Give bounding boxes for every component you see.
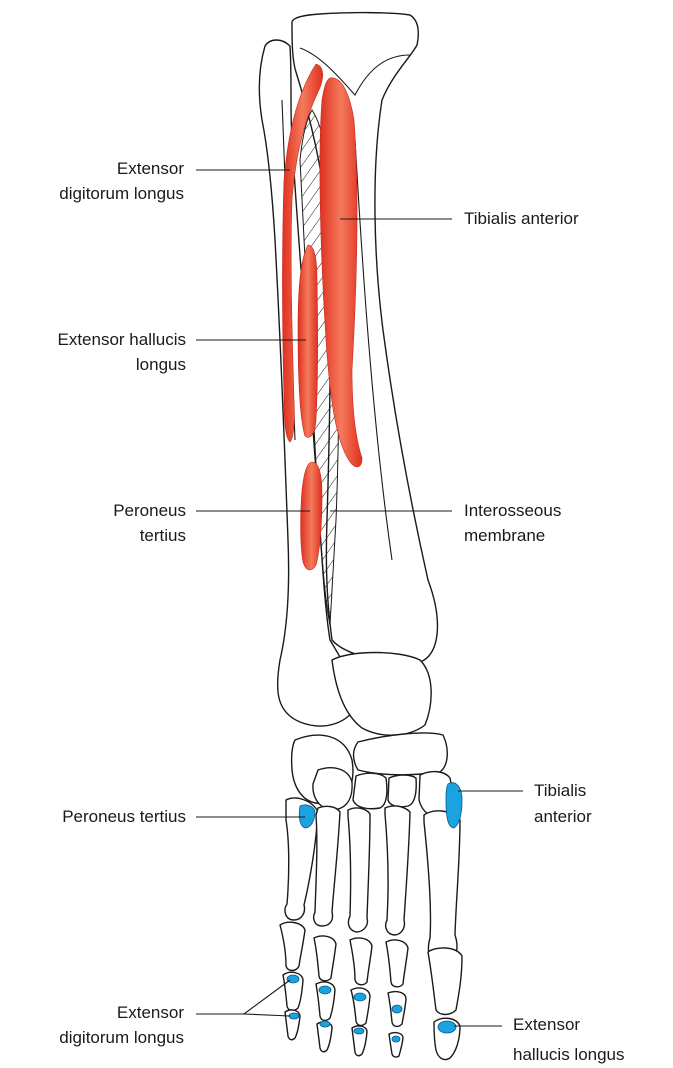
label-tibialis-anterior-insertion-line2: anterior bbox=[534, 807, 592, 826]
label-peroneus-tertius-origin-line2: tertius bbox=[140, 526, 186, 545]
label-tibialis-anterior-insertion-line1: Tibialis bbox=[534, 781, 586, 800]
talus bbox=[332, 653, 431, 736]
metatarsal-4 bbox=[314, 806, 340, 926]
label-tibialis-anterior-origin: Tibialis anterior bbox=[464, 209, 579, 228]
label-edl-insertion-line1: Extensor bbox=[117, 1003, 184, 1022]
navicular bbox=[354, 733, 448, 775]
label-interosseous-membrane-line1: Interosseous bbox=[464, 501, 561, 520]
leader-edl-insertion-2 bbox=[244, 1014, 290, 1016]
label-peroneus-tertius-insertion: Peroneus tertius bbox=[62, 807, 186, 826]
cuneiform-intermediate bbox=[388, 775, 416, 807]
edl-insertion-toe4-middle bbox=[319, 986, 331, 994]
edl-insertion-toe5-middle bbox=[287, 975, 299, 983]
edl-insertion-toe5-distal bbox=[289, 1013, 299, 1019]
ehl-insertion-site bbox=[438, 1021, 456, 1033]
proximal-phalanx-5 bbox=[280, 922, 305, 970]
label-edl-origin-line1: Extensor bbox=[117, 159, 184, 178]
edl-insertion-toe4-distal bbox=[320, 1021, 330, 1027]
label-ehl-insertion-line1: Extensor bbox=[513, 1015, 580, 1034]
cuneiform-lateral bbox=[353, 773, 387, 809]
edl-insertion-toe2-distal bbox=[392, 1036, 400, 1042]
proximal-phalanx-1 bbox=[428, 948, 462, 1015]
label-interosseous-membrane-line2: membrane bbox=[464, 526, 545, 545]
label-ehl-insertion-line2: hallucis longus bbox=[513, 1045, 625, 1064]
proximal-phalanx-3 bbox=[350, 938, 372, 985]
label-ehl-origin-line1: Extensor hallucis bbox=[57, 330, 186, 349]
label-edl-origin-line2: digitorum longus bbox=[59, 184, 184, 203]
proximal-phalanx-4 bbox=[314, 936, 336, 981]
cuboid bbox=[313, 768, 352, 810]
edl-insertion-toe3-middle bbox=[354, 993, 366, 1001]
label-peroneus-tertius-origin-line1: Peroneus bbox=[113, 501, 186, 520]
edl-insertion-toe2-middle bbox=[392, 1005, 402, 1013]
label-edl-insertion-line2: digitorum longus bbox=[59, 1028, 184, 1047]
edl-insertion-toe3-distal bbox=[354, 1028, 364, 1034]
leader-edl-insertion bbox=[196, 980, 290, 1014]
extensor-hallucis-longus-origin bbox=[298, 245, 318, 437]
metatarsal-1 bbox=[424, 811, 460, 966]
metatarsal-3 bbox=[348, 808, 370, 932]
label-ehl-origin-line2: longus bbox=[136, 355, 186, 374]
proximal-phalanx-2 bbox=[386, 940, 408, 987]
metatarsal-2 bbox=[385, 806, 410, 935]
